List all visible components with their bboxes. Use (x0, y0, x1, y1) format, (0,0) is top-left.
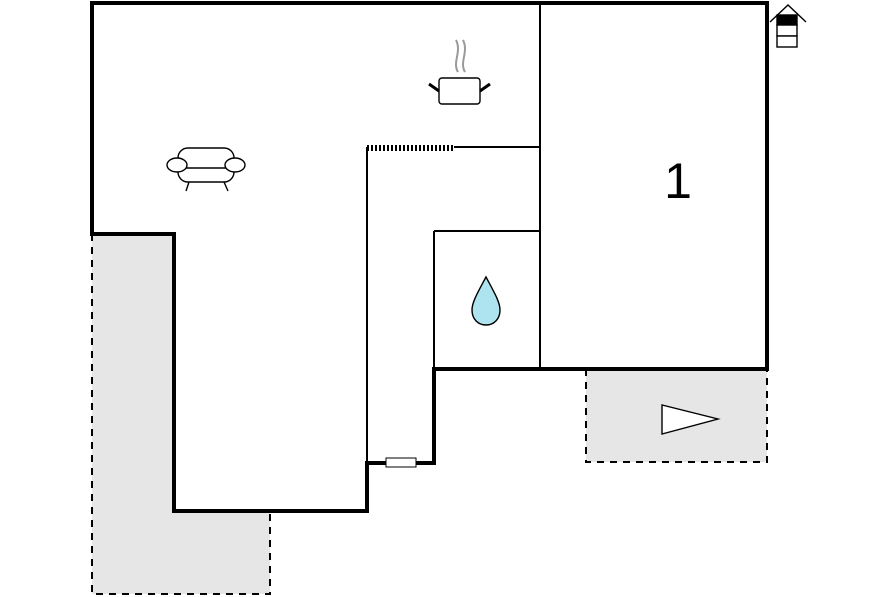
terrace-left (91, 234, 271, 595)
interior-walls (366, 3, 541, 463)
window (385, 457, 417, 468)
entrance-arrow-icon (661, 404, 721, 435)
water-drop-icon (471, 275, 501, 326)
sofa-icon (166, 147, 246, 192)
floor-level-icon (769, 4, 807, 48)
room-number-label: 1 (664, 153, 692, 209)
cooking-pot-icon (428, 39, 491, 105)
exterior-wall (90, 1, 769, 513)
